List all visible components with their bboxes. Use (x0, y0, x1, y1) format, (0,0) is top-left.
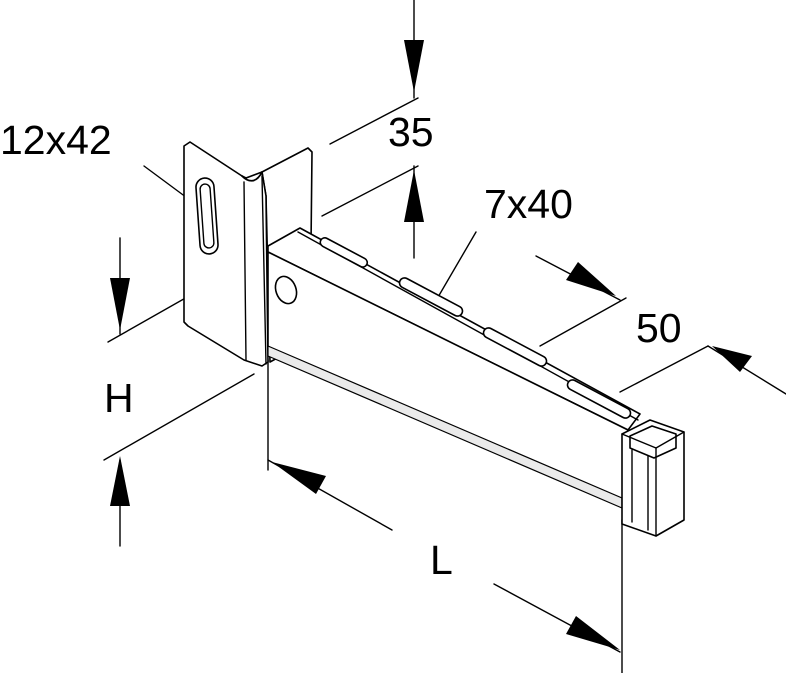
arrow-right-icon (566, 262, 616, 296)
end-cap (621, 419, 685, 537)
hole-size-label: 12x42 (0, 117, 112, 163)
height-label: H (104, 375, 134, 421)
cantilever-arm (267, 227, 641, 509)
arrowheads (110, 40, 752, 650)
arrow-down-icon (404, 40, 424, 92)
slot-size-label: 7x40 (484, 181, 573, 227)
arrow-down-icon (110, 278, 130, 330)
arm-slots (319, 237, 632, 419)
side-width-label: 50 (636, 305, 682, 351)
top-width-label: 35 (388, 109, 434, 155)
arrow-up-icon (110, 456, 130, 506)
length-label: L (430, 537, 453, 583)
arrow-up-icon (404, 170, 424, 222)
arrow-right-icon (566, 616, 620, 650)
arrow-left-icon (272, 462, 326, 494)
arrow-left-icon (712, 346, 752, 372)
